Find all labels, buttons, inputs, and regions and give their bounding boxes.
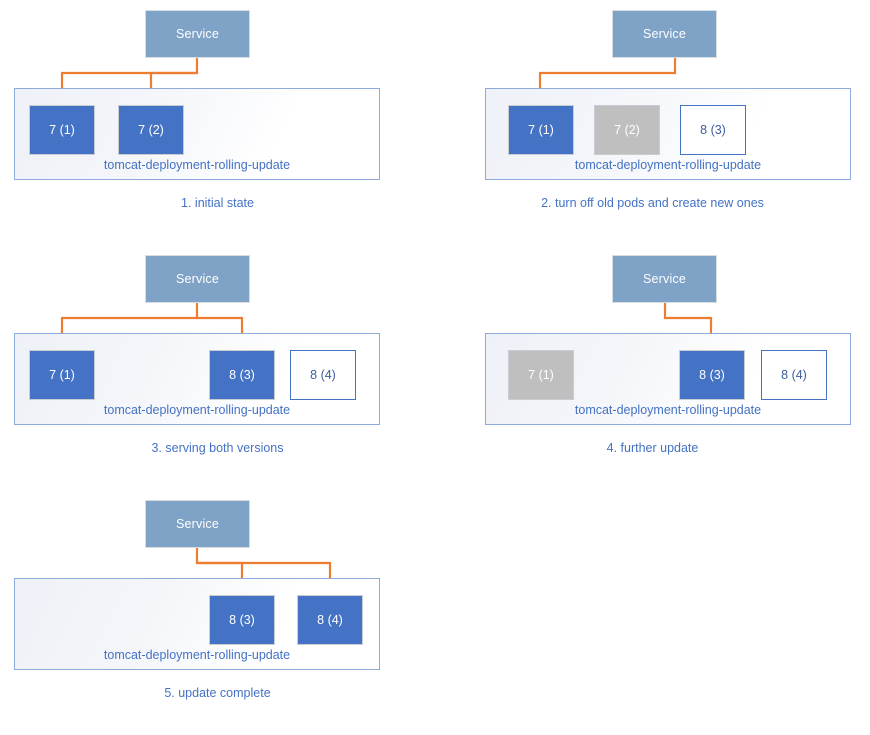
service-label: Service (175, 272, 220, 286)
deployment-box[interactable]: 7 (1) 8 (3) 8 (4) tomcat-deployment-roll… (14, 333, 380, 425)
deployment-box[interactable]: 7 (1) 7 (2) tomcat-deployment-rolling-up… (14, 88, 380, 180)
panel-serving-both-versions: Service 7 (1) 8 (3) 8 (4) tomcat-deploym… (0, 245, 435, 490)
pod-box[interactable]: 8 (4) (297, 595, 363, 645)
pod-label: 7 (1) (49, 123, 75, 137)
deployment-name-label: tomcat-deployment-rolling-update (103, 403, 291, 417)
pod-label: 8 (3) (700, 123, 726, 137)
pod-box[interactable]: 7 (1) (29, 105, 95, 155)
deployment-name-label: tomcat-deployment-rolling-update (574, 403, 762, 417)
pod-label: 7 (2) (614, 123, 640, 137)
pod-box[interactable]: 7 (2) (118, 105, 184, 155)
deployment-name-label: tomcat-deployment-rolling-update (574, 158, 762, 172)
deployment-name-label: tomcat-deployment-rolling-update (103, 648, 291, 662)
service-box[interactable]: Service (612, 10, 717, 58)
panel-further-update: Service 7 (1) 8 (3) 8 (4) tomcat-deploym… (435, 245, 870, 490)
pod-label: 8 (4) (781, 368, 807, 382)
service-label: Service (175, 517, 220, 531)
service-box[interactable]: Service (612, 255, 717, 303)
pod-box[interactable]: 8 (4) (290, 350, 356, 400)
pod-box[interactable]: 8 (4) (761, 350, 827, 400)
pod-label: 8 (3) (229, 368, 255, 382)
pod-label: 8 (4) (317, 613, 343, 627)
service-label: Service (642, 272, 687, 286)
service-box[interactable]: Service (145, 10, 250, 58)
pod-label: 8 (4) (310, 368, 336, 382)
service-box[interactable]: Service (145, 500, 250, 548)
service-label: Service (642, 27, 687, 41)
pod-label: 7 (1) (528, 123, 554, 137)
service-label: Service (175, 27, 220, 41)
deployment-box[interactable]: 8 (3) 8 (4) tomcat-deployment-rolling-up… (14, 578, 380, 670)
pod-box[interactable]: 7 (1) (29, 350, 95, 400)
deployment-name-label: tomcat-deployment-rolling-update (103, 158, 291, 172)
panel-update-complete: Service 8 (3) 8 (4) tomcat-deployment-ro… (0, 490, 435, 735)
panel-caption: 2. turn off old pods and create new ones (541, 196, 764, 210)
pod-label: 8 (3) (229, 613, 255, 627)
pod-box[interactable]: 7 (1) (508, 350, 574, 400)
pod-box[interactable]: 8 (3) (679, 350, 745, 400)
pod-box[interactable]: 7 (2) (594, 105, 660, 155)
panel-caption: 3. serving both versions (151, 441, 284, 455)
service-box[interactable]: Service (145, 255, 250, 303)
pod-label: 7 (1) (528, 368, 554, 382)
pod-label: 8 (3) (699, 368, 725, 382)
panel-caption: 4. further update (606, 441, 699, 455)
pod-box[interactable]: 7 (1) (508, 105, 574, 155)
panel-turn-off-old-pods: Service 7 (1) 7 (2) 8 (3) tomcat-deploym… (435, 0, 870, 245)
deployment-box[interactable]: 7 (1) 8 (3) 8 (4) tomcat-deployment-roll… (485, 333, 851, 425)
pod-label: 7 (1) (49, 368, 75, 382)
pod-box[interactable]: 8 (3) (209, 350, 275, 400)
pod-box[interactable]: 8 (3) (209, 595, 275, 645)
panel-initial-state: Service 7 (1) 7 (2) tomcat-deployment-ro… (0, 0, 435, 245)
deployment-box[interactable]: 7 (1) 7 (2) 8 (3) tomcat-deployment-roll… (485, 88, 851, 180)
panel-caption: 5. update complete (164, 686, 271, 700)
panel-caption: 1. initial state (181, 196, 254, 210)
pod-label: 7 (2) (138, 123, 164, 137)
pod-box[interactable]: 8 (3) (680, 105, 746, 155)
